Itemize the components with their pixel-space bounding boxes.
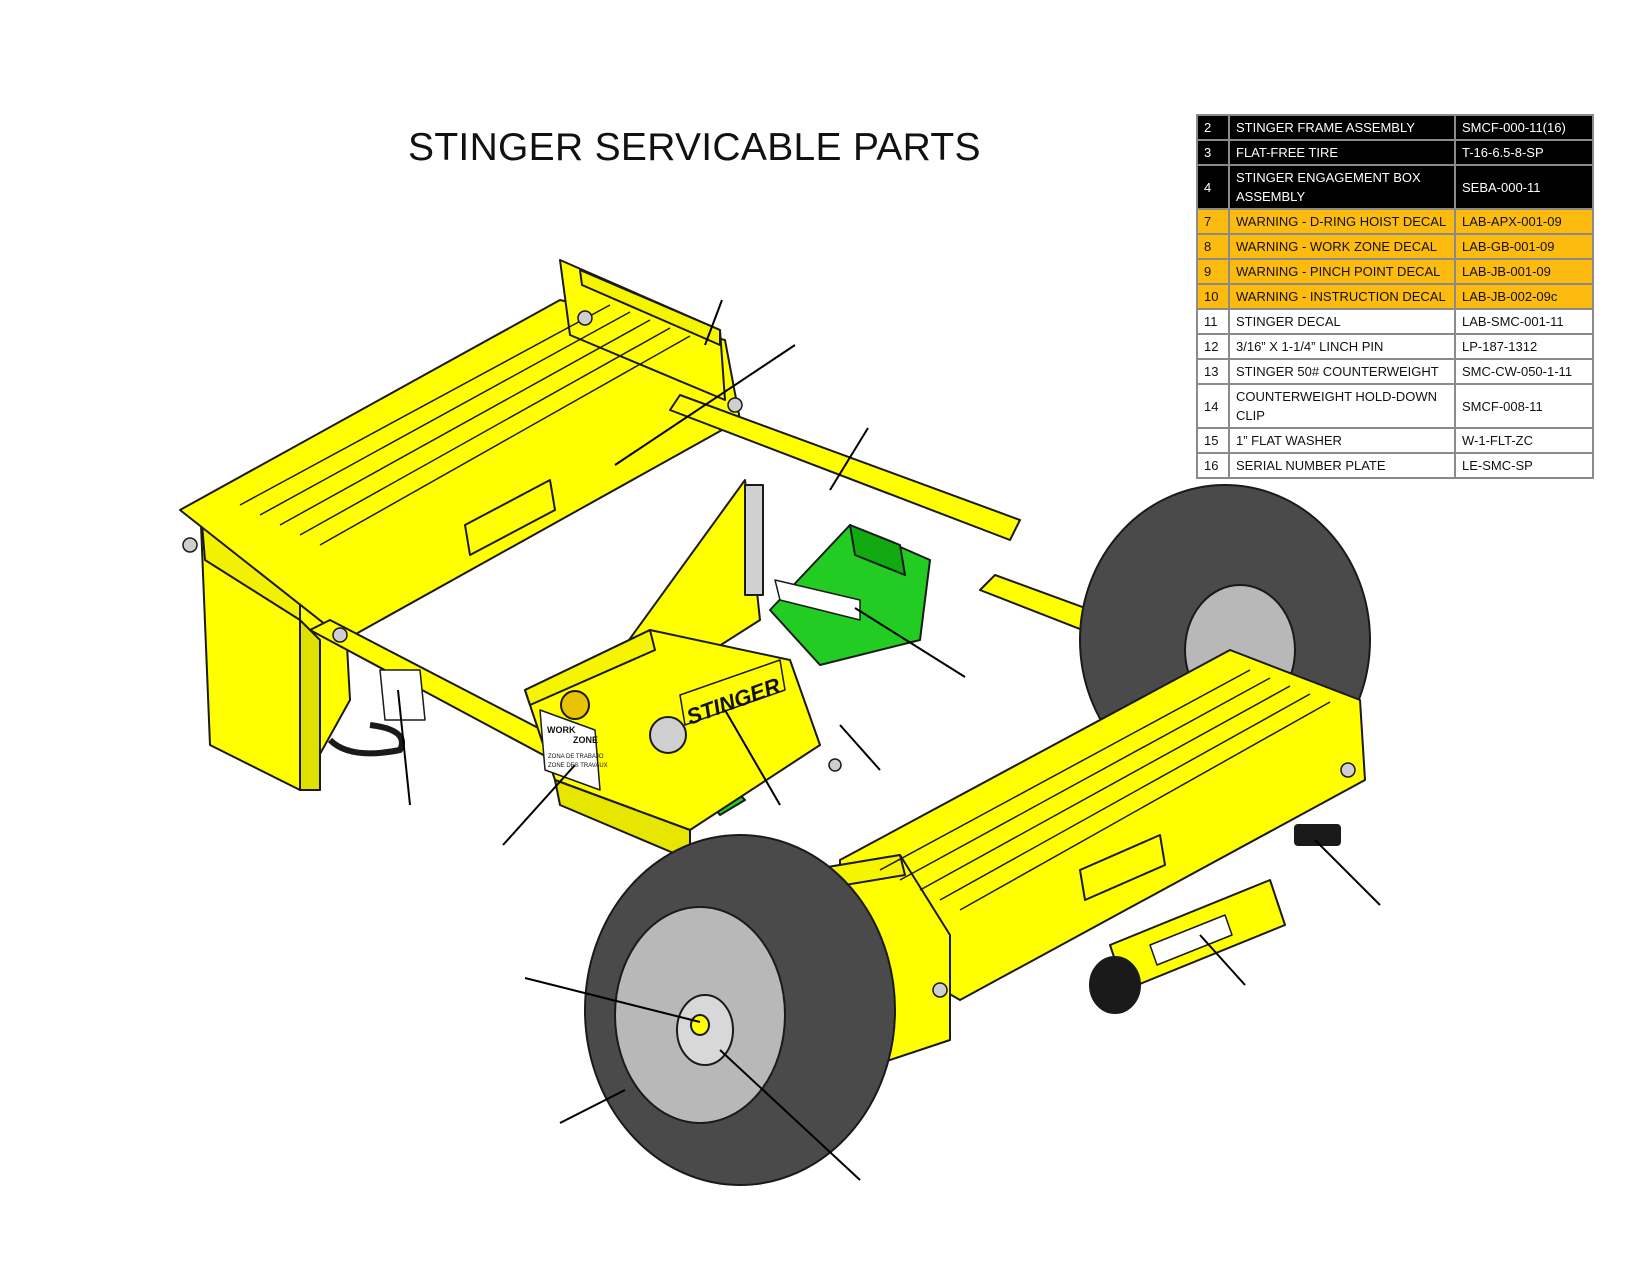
- left-tray-handle-slot: [464, 479, 556, 556]
- leader-lines: [397, 299, 1381, 1181]
- part-description-cell: STINGER ENGAGEMENT BOX ASSEMBLY: [1228, 164, 1456, 210]
- part-code-cell: LAB-APX-001-09: [1454, 208, 1594, 235]
- part-code-cell: SEBA-000-11: [1454, 164, 1594, 210]
- work-zone-decal-fr: ZONE DES TRAVAUX: [548, 763, 608, 769]
- work-zone-decal-es: ZONA DE TRABAJO: [548, 754, 604, 760]
- part-code-cell: SMCF-000-11(16): [1454, 114, 1594, 141]
- work-zone-decal-zone: ZONE: [573, 735, 598, 745]
- bolts: [182, 310, 1356, 998]
- part-number-cell: 9: [1196, 258, 1230, 285]
- part-number-cell: 16: [1196, 452, 1230, 479]
- part-number-cell: 7: [1196, 208, 1230, 235]
- part-number-cell: 2: [1196, 114, 1230, 141]
- part-number-cell: 3: [1196, 139, 1230, 166]
- housing-bolt: [649, 716, 687, 754]
- work-zone-decal-work: WORK: [547, 725, 576, 735]
- right-tray-handle-slot: [1079, 834, 1166, 901]
- central-housing: [327, 629, 821, 861]
- part-number-cell: 13: [1196, 358, 1230, 385]
- part-number-cell: 12: [1196, 333, 1230, 360]
- part-description-cell: 1” FLAT WASHER: [1228, 427, 1456, 454]
- part-description-cell: WARNING - WORK ZONE DECAL: [1228, 233, 1456, 260]
- serial-number-plate: [1294, 824, 1341, 846]
- part-number-cell: 15: [1196, 427, 1230, 454]
- part-code-cell: LAB-GB-001-09: [1454, 233, 1594, 260]
- part-number-cell: 10: [1196, 283, 1230, 310]
- part-description-cell: STINGER FRAME ASSEMBLY: [1228, 114, 1456, 141]
- part-code-cell: SMC-CW-050-1-11: [1454, 358, 1594, 385]
- part-code-cell: SMCF-008-11: [1454, 383, 1594, 429]
- part-code-cell: LE-SMC-SP: [1454, 452, 1594, 479]
- d-ring-hoist-decal: [379, 669, 426, 721]
- left-top-tray: [179, 259, 741, 641]
- part-code-cell: LAB-JB-001-09: [1454, 258, 1594, 285]
- work-zone-decal: [539, 709, 601, 791]
- tube-end-cap: [1089, 956, 1141, 1014]
- d-ring-handle: [327, 722, 405, 757]
- housing-badge: [560, 690, 590, 720]
- part-description-cell: SERIAL NUMBER PLATE: [1228, 452, 1456, 479]
- pinch-point-decal: [774, 579, 861, 621]
- part-description-cell: STINGER 50# COUNTERWEIGHT: [1228, 358, 1456, 385]
- part-description-cell: WARNING - INSTRUCTION DECAL: [1228, 283, 1456, 310]
- part-description-cell: WARNING - PINCH POINT DECAL: [1228, 258, 1456, 285]
- spring: [744, 484, 764, 596]
- part-code-cell: LAB-SMC-001-11: [1454, 308, 1594, 335]
- part-code-cell: T-16-6.5-8-SP: [1454, 139, 1594, 166]
- part-number-cell: 14: [1196, 383, 1230, 429]
- page-title: STINGER SERVICABLE PARTS: [408, 126, 981, 169]
- front-left-wheel: [584, 834, 896, 1186]
- part-number-cell: 11: [1196, 308, 1230, 335]
- part-code-cell: W-1-FLT-ZC: [1454, 427, 1594, 454]
- part-description-cell: WARNING - D-RING HOIST DECAL: [1228, 208, 1456, 235]
- part-code-cell: LP-187-1312: [1454, 333, 1594, 360]
- part-description-cell: STINGER DECAL: [1228, 308, 1456, 335]
- stinger-decal: [679, 659, 786, 726]
- part-number-cell: 4: [1196, 164, 1230, 210]
- instruction-decal: [1149, 914, 1233, 966]
- part-code-cell: LAB-JB-002-09c: [1454, 283, 1594, 310]
- part-description-cell: 3/16” X 1-1/4” LINCH PIN: [1228, 333, 1456, 360]
- part-description-cell: FLAT-FREE TIRE: [1228, 139, 1456, 166]
- linch-pin: [690, 1014, 710, 1036]
- part-number-cell: 8: [1196, 233, 1230, 260]
- part-description-cell: COUNTERWEIGHT HOLD-DOWN CLIP: [1228, 383, 1456, 429]
